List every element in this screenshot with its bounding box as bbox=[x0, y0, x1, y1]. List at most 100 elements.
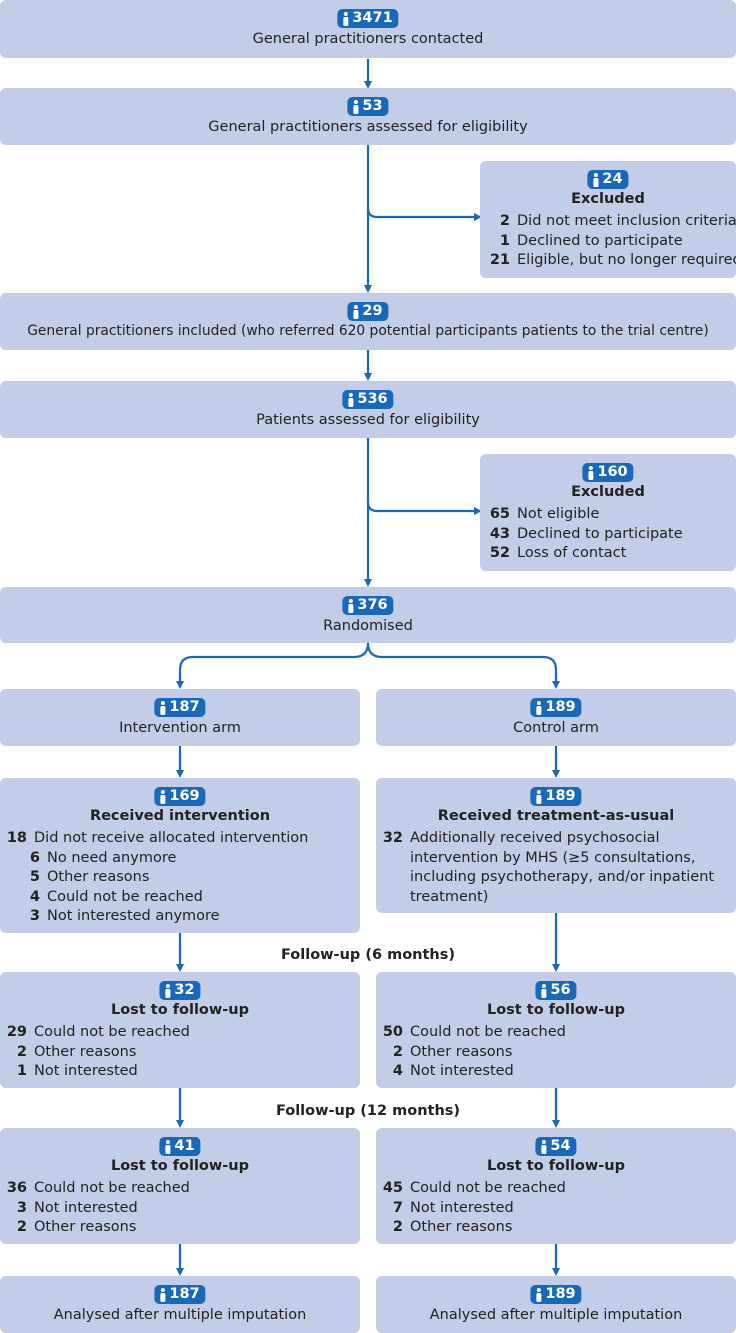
person-icon bbox=[348, 392, 354, 407]
box-label: General practitioners included (who refe… bbox=[27, 323, 709, 339]
box-label: General practitioners assessed for eligi… bbox=[208, 119, 528, 135]
person-icon bbox=[165, 1139, 171, 1154]
count-badge: 54 bbox=[535, 1137, 577, 1156]
box-title: Lost to follow-up bbox=[486, 1158, 626, 1174]
box-title: Excluded bbox=[571, 484, 645, 500]
control-arm-box: 189 Control arm bbox=[376, 689, 736, 746]
list-item-continued: intervention by MHS (≥5 consultations, bbox=[410, 849, 696, 866]
count-badge: 3471 bbox=[337, 9, 399, 28]
count-badge: 189 bbox=[530, 787, 582, 806]
box-label: General practitioners contacted bbox=[252, 31, 484, 47]
count-badge: 169 bbox=[154, 787, 206, 806]
person-icon bbox=[541, 1139, 547, 1154]
person-icon bbox=[536, 789, 542, 804]
count-badge: 189 bbox=[530, 698, 582, 717]
gp-assessed-box: 53 General practitioners assessed for el… bbox=[0, 88, 736, 145]
person-icon bbox=[541, 983, 547, 998]
count-badge: 41 bbox=[159, 1137, 201, 1156]
list-item-continued: including psychotherapy, and/or inpatien… bbox=[410, 869, 715, 885]
person-icon bbox=[160, 789, 166, 804]
phase-label-6-months: Follow-up (6 months) bbox=[280, 947, 455, 963]
intervention-arm-box: 187 Intervention arm bbox=[0, 689, 360, 746]
person-icon bbox=[165, 983, 171, 998]
count-badge: 56 bbox=[535, 981, 577, 1000]
gp-contacted-box: 3471 General practitioners contacted bbox=[0, 0, 736, 58]
box-label: Intervention arm bbox=[119, 720, 241, 736]
count-badge: 376 bbox=[342, 596, 394, 615]
box-label: Randomised bbox=[323, 618, 413, 634]
box-title: Excluded bbox=[571, 191, 645, 207]
analysed-intervention-box: 187 Analysed after multiple imputation bbox=[0, 1276, 360, 1333]
count-badge: 53 bbox=[347, 97, 389, 116]
count-badge: 536 bbox=[342, 390, 394, 409]
count-badge: 189 bbox=[530, 1285, 582, 1304]
person-icon bbox=[588, 465, 594, 480]
patients-assessed-box: 536 Patients assessed for eligibility bbox=[0, 381, 736, 438]
count-badge: 29 bbox=[347, 302, 389, 321]
person-icon bbox=[593, 172, 599, 187]
box-label: Control arm bbox=[513, 720, 599, 736]
person-icon bbox=[160, 700, 166, 715]
count-badge: 32 bbox=[159, 981, 201, 1000]
person-icon bbox=[343, 11, 349, 26]
box-label: Analysed after multiple imputation bbox=[429, 1307, 683, 1323]
person-icon bbox=[160, 1287, 166, 1302]
phase-label-12-months: Follow-up (12 months) bbox=[275, 1103, 461, 1119]
count-badge: 187 bbox=[154, 1285, 206, 1304]
person-icon bbox=[536, 1287, 542, 1302]
count-badge: 24 bbox=[587, 170, 629, 189]
box-label: Analysed after multiple imputation bbox=[53, 1307, 307, 1323]
box-title: Received intervention bbox=[89, 808, 271, 824]
person-icon bbox=[536, 700, 542, 715]
count-badge: 187 bbox=[154, 698, 206, 717]
analysed-control-box: 189 Analysed after multiple imputation bbox=[376, 1276, 736, 1333]
list-item-continued: treatment) bbox=[410, 888, 489, 905]
person-icon bbox=[353, 99, 359, 114]
box-label: Patients assessed for eligibility bbox=[256, 412, 480, 428]
box-title: Lost to follow-up bbox=[110, 1158, 250, 1174]
box-title: Lost to follow-up bbox=[110, 1002, 250, 1018]
box-title: Received treatment-as-usual bbox=[437, 808, 675, 824]
randomised-box: 376 Randomised bbox=[0, 587, 736, 643]
box-title: Lost to follow-up bbox=[486, 1002, 626, 1018]
gp-included-box: 29 General practitioners included (who r… bbox=[0, 293, 736, 350]
person-icon bbox=[353, 304, 359, 319]
